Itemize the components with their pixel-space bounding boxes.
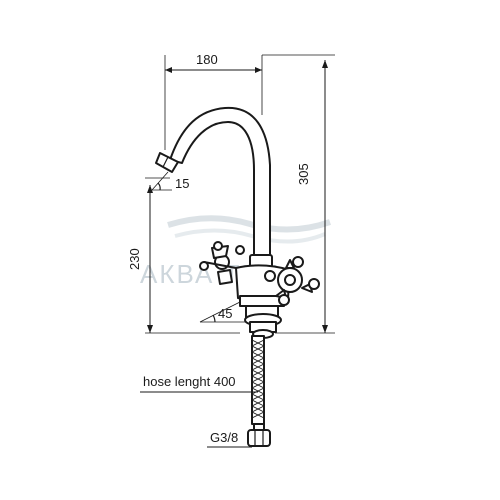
dimension-label-180: 180 (196, 52, 218, 67)
mounting-nut (244, 313, 282, 339)
left-handle-cross (199, 241, 245, 285)
dimension-base-height: 230 (127, 177, 240, 334)
dimension-spout-reach: 180 (164, 52, 263, 150)
dimension-label-305: 305 (296, 163, 311, 185)
dimension-label-45: 45 (218, 306, 232, 321)
hose-length-note: hose lenght 400 (140, 374, 258, 393)
dimension-total-height: 305 (262, 54, 335, 334)
hose-fitting (247, 423, 271, 447)
dimension-base-angle: 45 (199, 301, 248, 323)
dimension-outlet-angle: 15 (151, 171, 189, 191)
hose-length-label: hose lenght 400 (143, 374, 236, 389)
thread-note: G3/8 (207, 430, 252, 448)
faucet-spout (155, 106, 271, 263)
braided-hose (251, 335, 265, 425)
right-handle-cross (264, 256, 320, 306)
dimension-label-15: 15 (175, 176, 189, 191)
thread-label: G3/8 (210, 430, 238, 445)
dimension-label-230: 230 (127, 248, 142, 270)
